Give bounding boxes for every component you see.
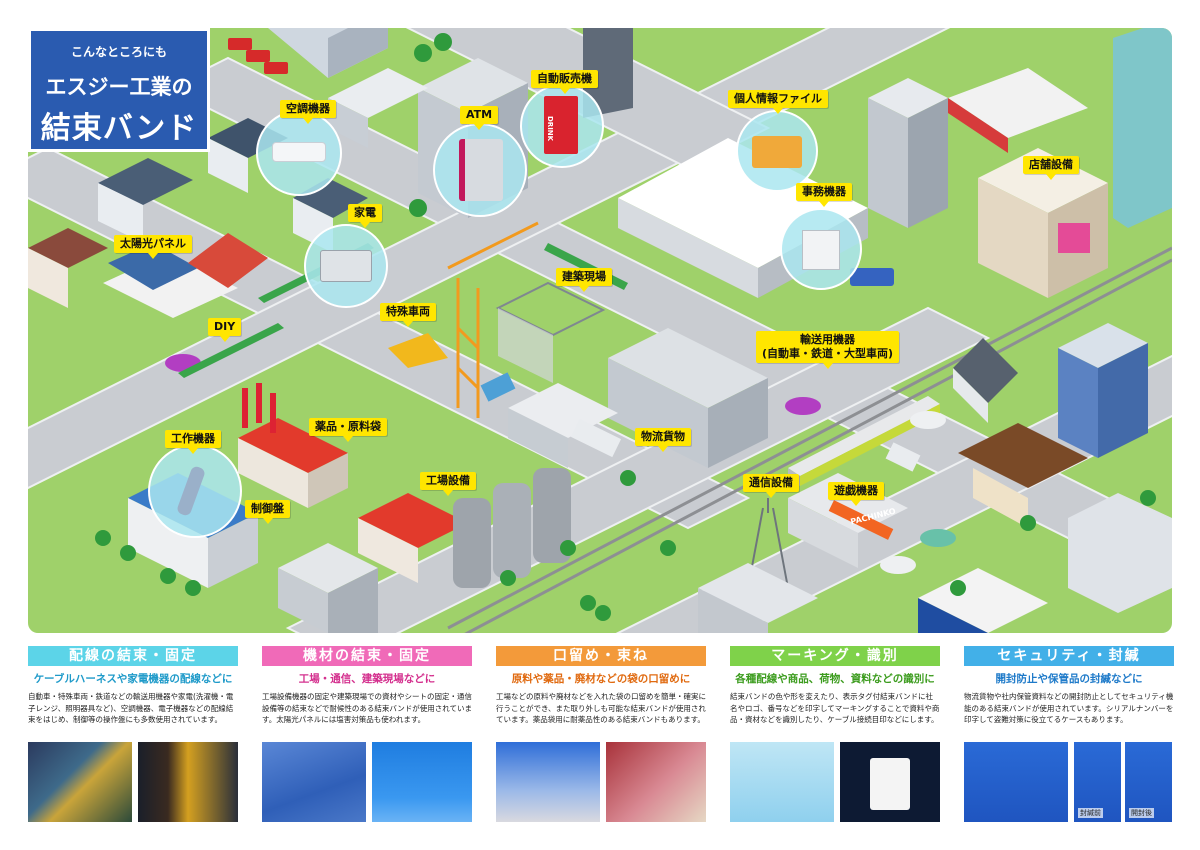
section-materials: 機材の結束・固定 工場・通信、建築現場などに 工場設備機器の固定や建築現場での資…	[262, 646, 472, 739]
section-subheading: ケーブルハーネスや家電機器の配線などに	[33, 673, 233, 685]
photo-wiring-harness	[28, 742, 132, 822]
section-heading: セキュリティ・封緘	[964, 646, 1174, 666]
section-marking: マーキング・識別 各種配線や商品、荷物、資料などの識別に 結束バンドの色や形を変…	[730, 646, 940, 739]
label-appliances: 家電	[348, 204, 382, 228]
section-sealing: 口留め・束ね 原料や薬品・廃材などの袋の口留めに 工場などの原料や廃材などを入れ…	[496, 646, 706, 739]
section-description: 工場などの原料や廃材などを入れた袋の口留めを簡単・確実に行うことができ、また取り…	[496, 692, 706, 724]
section-description: 物流貨物や社内保管資料などの開封防止としてセキュリティ機能のある結束バンドが使用…	[964, 692, 1174, 724]
photo-bag-tie	[496, 742, 600, 822]
title-tagline: こんなところにも	[70, 45, 167, 59]
machine-tool-bubble	[148, 444, 242, 538]
crane-illustration	[447, 221, 539, 418]
label-amusement: 遊戯機器	[828, 482, 884, 506]
aircon-bubble	[256, 110, 342, 196]
label-machine-tools: 工作機器	[165, 430, 221, 454]
label-logistics: 物流貨物	[635, 428, 691, 452]
title-company: エスジー工業の	[45, 75, 193, 99]
vending-bubble: DRINK	[520, 84, 604, 168]
photo-security-after: 開封後	[1125, 742, 1172, 822]
label-chemicals: 薬品・原料袋	[309, 418, 387, 442]
photo-cable-marker	[730, 742, 834, 822]
label-plant: 工場設備	[420, 472, 476, 496]
label-solar: 太陽光パネル	[114, 235, 192, 259]
label-aircon: 空調機器	[280, 100, 336, 124]
copier-icon	[802, 230, 840, 270]
section-subheading: 工場・通信、建築現場などに	[298, 673, 436, 685]
photo-antenna-tie	[372, 742, 472, 822]
section-heading: マーキング・識別	[730, 646, 940, 666]
section-subheading: 開封防止や保管品の封緘などに	[995, 673, 1143, 685]
section-heading: 機材の結束・固定	[262, 646, 472, 666]
label-atm: ATM	[460, 106, 499, 130]
label-transport-line2: (自動車・鉄道・大型車両)	[762, 347, 894, 360]
photo-security-box	[964, 742, 1068, 822]
atm-bubble	[433, 123, 527, 217]
label-special-vehicle: 特殊車両	[380, 303, 436, 327]
section-subheading: 各種配線や商品、荷物、資料などの識別に	[735, 673, 935, 685]
aircon-icon	[272, 142, 326, 162]
title-product: 結束バンド	[40, 111, 198, 146]
section-subheading: 原料や薬品・廃材などの袋の口留めに	[511, 673, 691, 685]
section-heading: 口留め・束ね	[496, 646, 706, 666]
folder-icon	[752, 136, 802, 168]
label-diy: DIY	[208, 318, 242, 342]
files-bubble	[736, 110, 818, 192]
city-map: DRINK 空調機器 ATM 自動販売機 個人情報ファイル 店舗設備 家電 太陽…	[28, 28, 1172, 633]
label-control-panel: 制御盤	[245, 500, 290, 524]
caption-seal-after: 開封後	[1129, 808, 1154, 818]
section-description: 自動車・特殊車両・鉄道などの輸送用機器や家電(洗濯機・電子レンジ、照明器具など)…	[28, 692, 234, 724]
title-box: こんなところにも エスジー工業の 結束バンド	[28, 28, 210, 152]
photo-security-before: 封緘前	[1074, 742, 1121, 822]
silos-illustration	[453, 468, 571, 588]
section-description: 結束バンドの色や形を変えたり、表示タグ付結束バンドに社名やロゴ、番号などを印字し…	[730, 692, 940, 724]
photo-wiring-panel	[138, 742, 238, 822]
section-security: セキュリティ・封緘 開封防止や保管品の封緘などに 物流貨物や社内保管資料などの開…	[964, 646, 1174, 739]
label-telecom: 通信設備	[743, 474, 799, 498]
microwave-icon	[320, 250, 372, 282]
label-personal-files: 個人情報ファイル	[728, 90, 828, 114]
label-store: 店舗設備	[1023, 156, 1079, 180]
label-office-equipment: 事務機器	[796, 183, 852, 207]
label-transport-line1: 輸送用機器	[800, 333, 856, 346]
label-vending: 自動販売機	[531, 70, 598, 94]
vending-machine-icon: DRINK	[544, 96, 578, 154]
drink-sign: DRINK	[546, 116, 554, 142]
caption-seal-before: 封緘前	[1078, 808, 1103, 818]
robot-arm-icon	[175, 465, 207, 517]
label-construction: 建築現場	[556, 268, 612, 292]
photo-sack-tie	[606, 742, 706, 822]
photo-sheet-tie	[262, 742, 366, 822]
section-heading: 配線の結束・固定	[28, 646, 238, 666]
section-description: 工場設備機器の固定や建築現場での資材やシートの固定・通信設備等の結束などで耐候性…	[262, 692, 472, 724]
atm-icon	[459, 139, 503, 201]
office-bubble	[780, 208, 862, 290]
section-wiring: 配線の結束・固定 ケーブルハーネスや家電機器の配線などに 自動車・特殊車両・鉄道…	[28, 646, 238, 739]
label-transport: 輸送用機器 (自動車・鉄道・大型車両)	[756, 331, 900, 369]
photo-tag-tie	[840, 742, 940, 822]
appliance-bubble	[304, 224, 388, 308]
tag-icon	[870, 758, 910, 810]
